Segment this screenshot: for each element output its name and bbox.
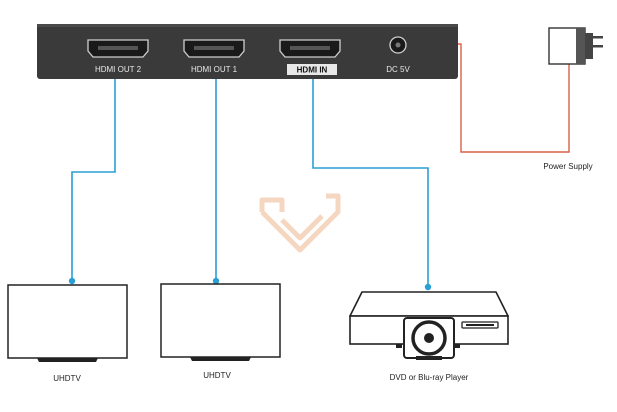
logo-watermark-icon: [259, 193, 341, 253]
hdmi-splitter: HDMI OUT 2 HDMI OUT 1 HDMI IN DC 5V: [37, 24, 458, 79]
power-adapter-icon: [548, 27, 603, 65]
hdmi-cable-out-2: [71, 58, 116, 280]
hdmi-in-label: HDMI IN: [297, 66, 328, 75]
dc-5v-label: DC 5V: [386, 65, 410, 74]
dc-5v-port: DC 5V: [386, 36, 410, 74]
cable-end-tv-left: [68, 277, 76, 285]
tv-right-label: UHDTV: [203, 371, 231, 380]
cable-end-player: [424, 283, 432, 291]
cable-end-tv-right: [212, 277, 220, 285]
tv-right: [160, 283, 281, 361]
hdmi-cable-in: [312, 58, 429, 286]
tv-left: [7, 284, 128, 362]
power-supply-label: Power Supply: [543, 162, 592, 171]
hdmi-out-2-label: HDMI OUT 2: [95, 65, 142, 74]
tv-left-label: UHDTV: [53, 374, 81, 383]
hdmi-out-1-label: HDMI OUT 1: [191, 65, 238, 74]
hdmi-out-2-port: HDMI OUT 2: [87, 39, 149, 74]
hdmi-out-1-port: HDMI OUT 1: [183, 39, 245, 74]
disc-icon: [403, 317, 455, 360]
player-label: DVD or Blu-ray Player: [390, 373, 469, 382]
hdmi-in-port: HDMI IN: [279, 39, 341, 75]
